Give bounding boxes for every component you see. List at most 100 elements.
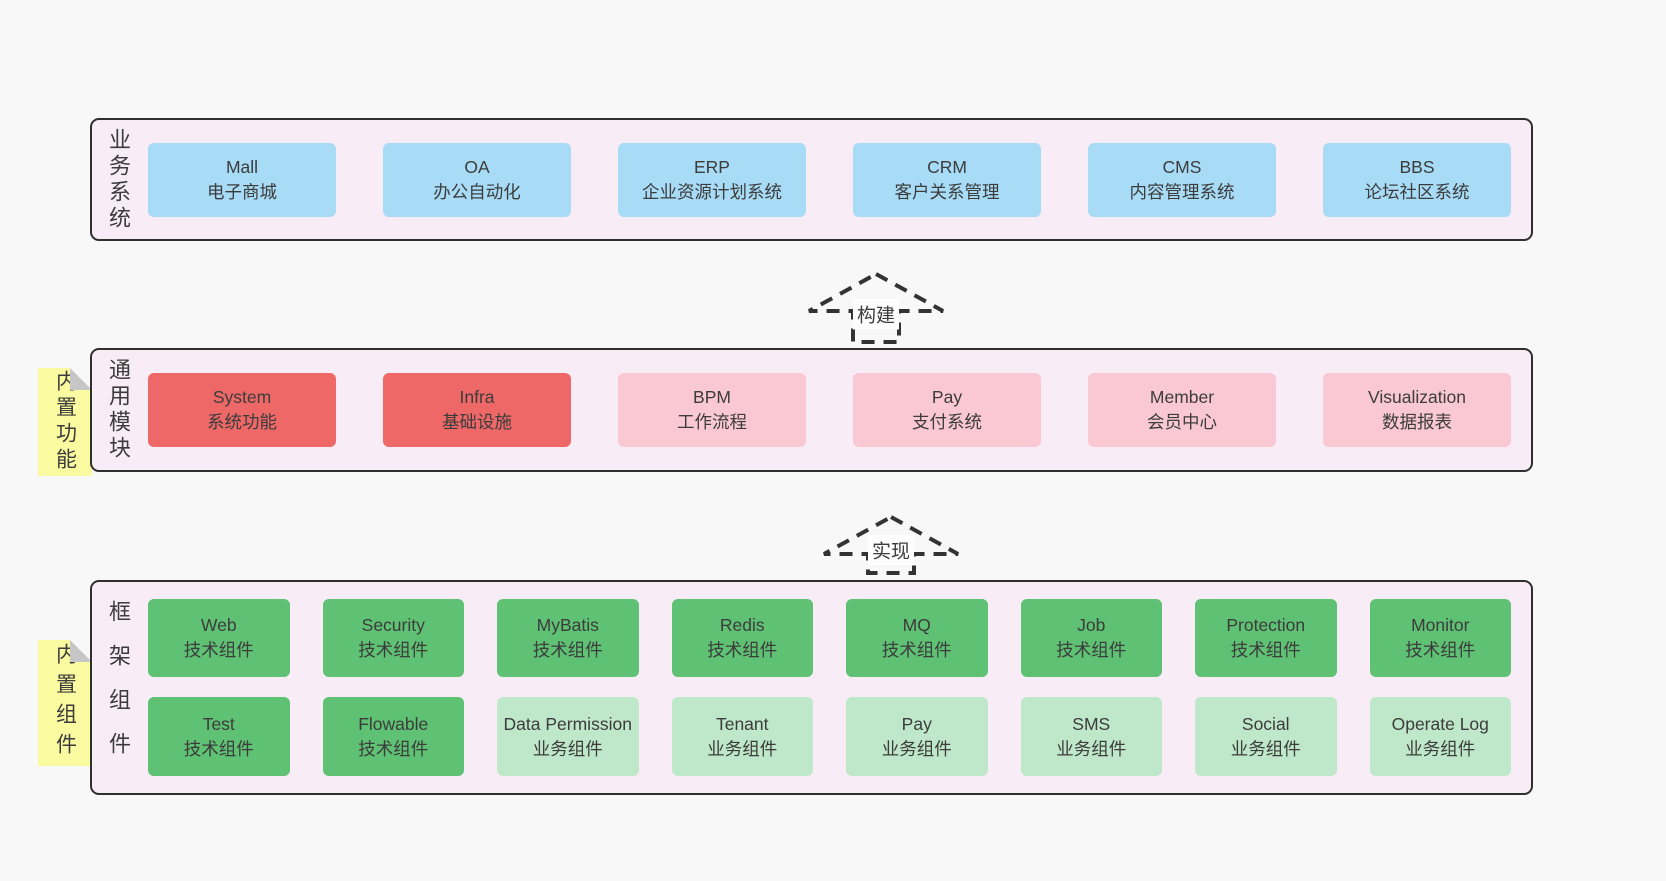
box-name: Tenant — [715, 713, 769, 734]
box-name: MyBatis — [536, 615, 599, 636]
box-desc: 会员中心 — [1147, 412, 1217, 432]
box-visualization: Visualization 数据报表 — [1323, 373, 1511, 447]
box-desc: 内容管理系统 — [1129, 181, 1235, 202]
sticky-note-label: 内置组件 — [53, 643, 77, 763]
box-desc: 工作流程 — [677, 412, 747, 432]
box-desc: 办公自动化 — [433, 181, 521, 202]
box-name: BBS — [1399, 156, 1435, 177]
box-desc: 技术组件 — [532, 640, 603, 660]
box-desc: 技术组件 — [707, 640, 778, 660]
box-name: Job — [1077, 615, 1106, 636]
box-erp: ERP 企业资源计划系统 — [618, 142, 806, 217]
sticky-note-builtin-components: 内置组件 — [38, 640, 92, 766]
box-name: System — [212, 387, 272, 408]
box-name: BPM — [693, 387, 731, 408]
box-bbs: BBS 论坛社区系统 — [1323, 142, 1511, 217]
box-job: Job 技术组件 — [1020, 599, 1162, 677]
box-monitor: Monitor 技术组件 — [1369, 599, 1511, 677]
box-name: Mall — [225, 156, 259, 177]
box-desc: 数据报表 — [1382, 412, 1452, 432]
box-name: Redis — [719, 615, 765, 636]
box-system: System 系统功能 — [148, 373, 336, 447]
box-name: SMS — [1072, 713, 1111, 734]
box-name: Social — [1241, 713, 1290, 734]
box-protection: Protection 技术组件 — [1195, 599, 1337, 677]
box-name: Operate Log — [1391, 713, 1489, 734]
box-desc: 技术组件 — [881, 640, 952, 660]
box-desc: 技术组件 — [1230, 640, 1301, 660]
box-desc: 技术组件 — [1056, 640, 1127, 660]
box-desc: 企业资源计划系统 — [642, 181, 782, 202]
box-desc: 技术组件 — [1405, 640, 1476, 660]
dashed-up-arrow-icon — [808, 271, 944, 344]
box-mall: Mall 电子商城 — [148, 142, 336, 217]
box-tenant: Tenant 业务组件 — [671, 697, 813, 776]
layer-framework-components: 框架组件 Web 技术组件 Security 技术组件 MyBatis 技术组件… — [90, 580, 1533, 795]
box-desc: 支付系统 — [912, 412, 982, 432]
box-name: CRM — [927, 156, 967, 177]
box-pay-component: Pay 业务组件 — [846, 697, 988, 776]
common-boxes: System 系统功能 Infra 基础设施 BPM 工作流程 Pay 支付系统… — [144, 350, 1531, 470]
box-social: Social 业务组件 — [1195, 697, 1337, 776]
box-data-permission: Data Permission 业务组件 — [497, 697, 639, 776]
box-name: Monitor — [1411, 615, 1470, 636]
box-desc: 业务组件 — [532, 738, 603, 759]
box-name: Security — [361, 615, 425, 636]
box-member: Member 会员中心 — [1088, 373, 1276, 447]
box-name: ERP — [694, 156, 730, 177]
arrow-label: 实现 — [867, 534, 915, 566]
sticky-note-label: 内置功能 — [53, 370, 77, 474]
dashed-up-arrow-icon — [823, 514, 959, 575]
layer-common-modules: 通用模块 System 系统功能 Infra 基础设施 BPM 工作流程 Pay… — [90, 348, 1533, 472]
box-name: Data Permission — [503, 713, 632, 734]
box-desc: 业务组件 — [1056, 738, 1127, 759]
box-bpm: BPM 工作流程 — [618, 373, 806, 447]
arrow-build: 构建 — [806, 271, 946, 345]
box-desc: 技术组件 — [358, 738, 429, 759]
box-name: OA — [464, 156, 490, 177]
box-crm: CRM 客户关系管理 — [853, 142, 1041, 217]
box-flowable: Flowable 技术组件 — [322, 697, 464, 776]
box-desc: 业务组件 — [1230, 738, 1301, 759]
box-web: Web 技术组件 — [148, 599, 290, 677]
box-test: Test 技术组件 — [148, 697, 290, 776]
box-desc: 系统功能 — [207, 412, 277, 432]
box-name: Member — [1149, 387, 1215, 408]
layer-side-label-framework: 框架组件 — [106, 599, 131, 776]
box-desc: 业务组件 — [1405, 738, 1476, 759]
sticky-note-builtin-features: 内置功能 — [38, 368, 92, 476]
box-cms: CMS 内容管理系统 — [1088, 142, 1276, 217]
box-mq: MQ 技术组件 — [846, 599, 988, 677]
box-desc: 业务组件 — [881, 738, 952, 759]
business-boxes: Mall 电子商城 OA 办公自动化 ERP 企业资源计划系统 CRM 客户关系… — [144, 120, 1531, 239]
box-security: Security 技术组件 — [322, 599, 464, 677]
box-name: CMS — [1162, 156, 1202, 177]
layer-side-label-business: 业务系统 — [106, 127, 131, 232]
box-desc: 电子商城 — [207, 181, 277, 202]
box-desc: 技术组件 — [183, 640, 254, 660]
box-name: Protection — [1226, 615, 1306, 636]
box-oa: OA 办公自动化 — [383, 142, 571, 217]
box-name: Infra — [459, 387, 495, 408]
box-pay: Pay 支付系统 — [853, 373, 1041, 447]
box-name: Pay — [931, 387, 963, 408]
box-desc: 业务组件 — [707, 738, 778, 759]
box-desc: 客户关系管理 — [894, 181, 1000, 202]
box-name: Flowable — [358, 713, 429, 734]
box-infra: Infra 基础设施 — [383, 373, 571, 447]
box-operate-log: Operate Log 业务组件 — [1369, 697, 1511, 776]
box-name: Visualization — [1368, 387, 1466, 408]
box-desc: 技术组件 — [358, 640, 429, 660]
framework-boxes: Web 技术组件 Security 技术组件 MyBatis 技术组件 Redi… — [144, 582, 1531, 793]
layer-side-label-common: 通用模块 — [106, 358, 131, 462]
box-sms: SMS 业务组件 — [1020, 697, 1162, 776]
arrow-label: 构建 — [852, 298, 900, 330]
box-desc: 论坛社区系统 — [1364, 181, 1470, 202]
box-name: Pay — [901, 713, 932, 734]
box-desc: 技术组件 — [183, 738, 254, 759]
layer-business-systems: 业务系统 Mall 电子商城 OA 办公自动化 ERP 企业资源计划系统 CRM… — [90, 118, 1533, 241]
box-mybatis: MyBatis 技术组件 — [497, 599, 639, 677]
box-desc: 基础设施 — [442, 412, 512, 432]
arrow-implement: 实现 — [821, 514, 961, 576]
